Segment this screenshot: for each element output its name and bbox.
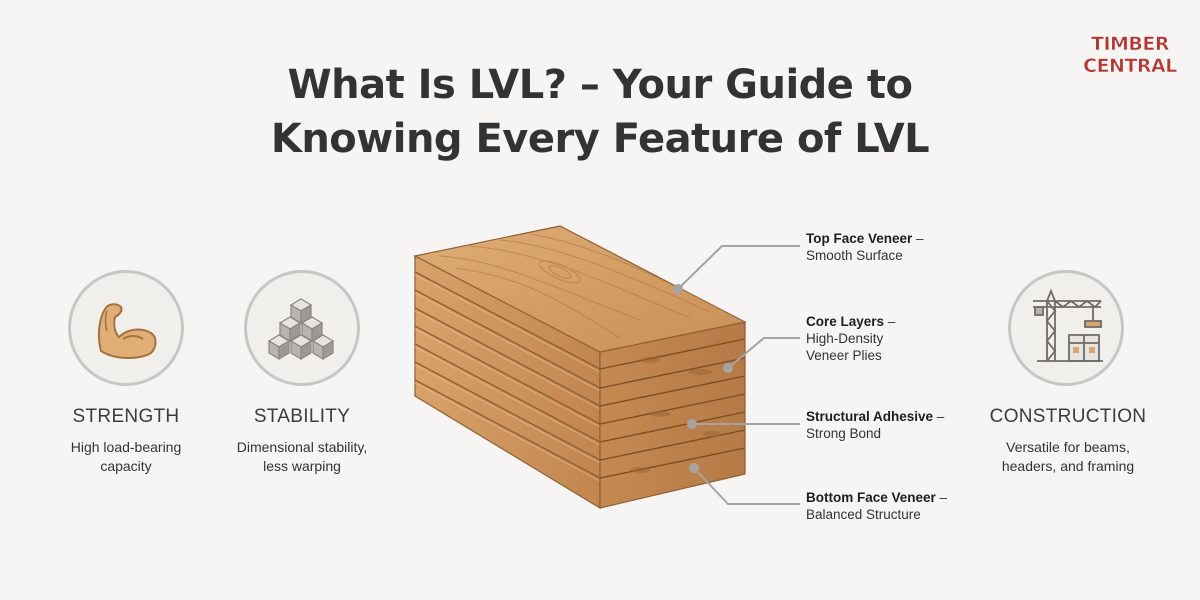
feature-title-stability: STABILITY [253,406,351,427]
feature-desc-construction-line-1: Versatile for beams, [1006,439,1130,455]
page-title: What Is LVL? – Your Guide to Knowing Eve… [0,58,1200,166]
callout-adhesive-desc: Strong Bond [806,426,882,441]
feature-desc-stability: Dimensional stability, less warping [202,438,402,476]
callout-top-face-desc: Smooth Surface [806,248,903,263]
callout-structural-adhesive: Structural Adhesive – Strong Bond [806,408,944,442]
feature-desc-stability-line-1: Dimensional stability, [236,439,368,455]
callout-core-desc-2: Veneer Plies [806,348,882,363]
stacked-cubes-icon [267,298,335,361]
strength-icon-circle [68,270,184,386]
timber-central-logo: TIMBER CENTRAL [1083,33,1178,78]
logo-line-1: TIMBER [1091,33,1170,55]
leader-line-bottom [693,467,800,505]
stability-icon-circle [244,270,360,386]
callout-top-face-veneer: Top Face Veneer – Smooth Surface [806,230,924,264]
callout-core-layers: Core Layers – High-Density Veneer Plies [806,313,895,364]
callout-core-sep: – [884,314,896,329]
feature-desc-strength: High load-bearing capacity [36,438,216,476]
callout-bottom-sep: – [935,490,948,505]
feature-title-strength: STRENGTH [72,406,180,427]
leader-dot-top-face [673,284,683,294]
leader-dot-core [723,363,733,373]
beam-side-face [414,255,601,510]
feature-title-construction: CONSTRUCTION [989,406,1147,427]
leader-line-core [727,337,800,369]
beam-top-face [413,225,747,353]
feature-desc-stability-line-2: less warping [263,458,341,474]
beam-end-face [599,321,746,509]
callout-bottom-label: Bottom Face Veneer [806,490,936,505]
logo-line-2: CENTRAL [1083,55,1177,77]
title-line-1: What Is LVL? – Your Guide to [287,62,913,108]
leader-dot-bottom [689,463,699,473]
callout-adhesive-label: Structural Adhesive [806,409,934,424]
callout-core-desc-1: High-Density [806,331,884,346]
callout-bottom-face-veneer: Bottom Face Veneer – Balanced Structure [806,489,947,523]
flexed-arm-icon [97,303,157,359]
feature-desc-construction: Versatile for beams, headers, and framin… [968,438,1168,476]
leader-line-top-face [677,245,800,290]
feature-desc-strength-line-2: capacity [100,458,152,474]
crane-building-icon [1033,288,1103,362]
callout-core-label: Core Layers [806,314,885,329]
construction-icon-circle [1008,270,1124,386]
callout-bottom-desc: Balanced Structure [806,507,921,522]
feature-desc-strength-line-1: High load-bearing [70,439,182,455]
callout-top-face-label: Top Face Veneer [806,231,913,246]
callout-top-face-sep: – [912,231,924,246]
leader-dot-adhesive [687,419,697,429]
feature-desc-construction-line-2: headers, and framing [1001,458,1135,474]
title-line-2: Knowing Every Feature of LVL [270,116,930,162]
callout-adhesive-sep: – [933,409,945,424]
